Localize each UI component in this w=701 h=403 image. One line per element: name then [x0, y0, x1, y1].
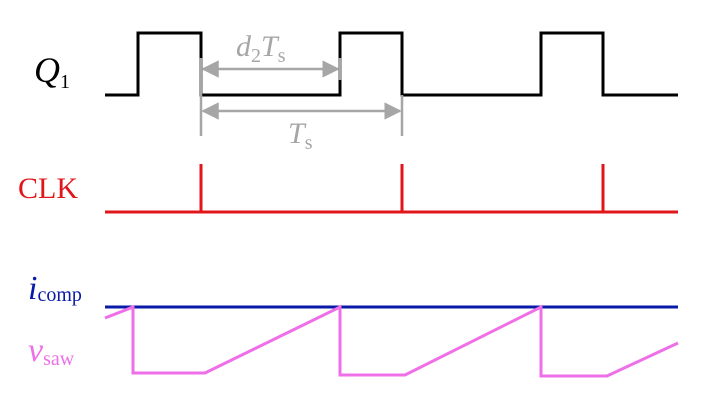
q1-waveform	[105, 31, 678, 97]
icomp-label: icomp	[28, 270, 82, 307]
d2ts-label: d2Ts	[236, 30, 286, 67]
vsaw-label: vsaw	[28, 332, 75, 370]
clk-label: CLK	[18, 172, 78, 205]
vsaw-waveform	[104, 304, 679, 378]
q1-label: Q1	[34, 50, 70, 93]
clk-waveform	[105, 164, 678, 214]
ts-label: Ts	[288, 117, 313, 154]
